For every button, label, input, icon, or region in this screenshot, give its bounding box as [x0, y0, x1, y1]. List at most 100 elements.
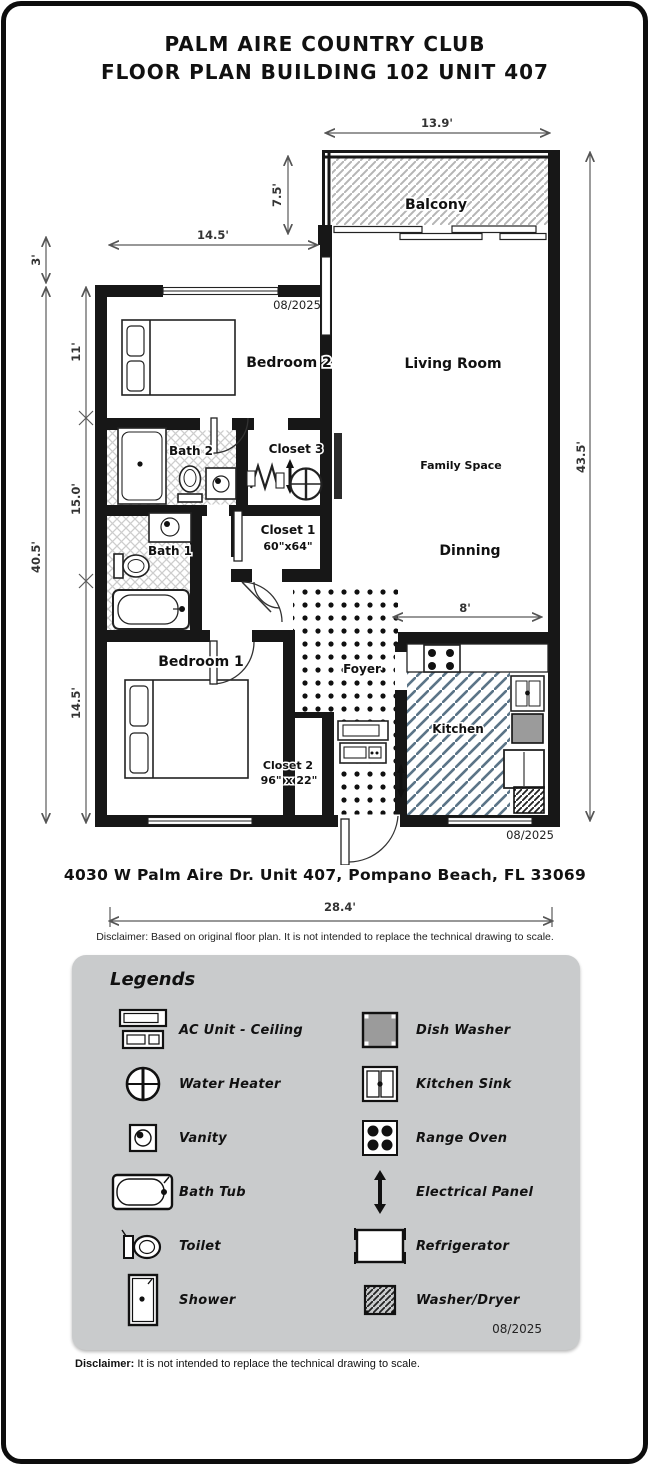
electrical-panel-icon: [344, 1169, 416, 1215]
washer-dryer: [513, 786, 545, 814]
legend-item: Toilet: [107, 1219, 317, 1273]
legends-left-column: AC Unit - Ceiling Water Heater: [107, 1003, 317, 1327]
toilet-icon: [107, 1229, 179, 1263]
bed: [121, 319, 236, 396]
vanity: [205, 467, 237, 500]
dim-top-offset: 3': [29, 254, 43, 266]
legend-label: Toilet: [179, 1238, 221, 1254]
dim-balcony-width: 13.9': [421, 116, 453, 130]
entry-door-arc: [348, 815, 399, 863]
title-line2: FLOOR PLAN BUILDING 102 UNIT 407: [101, 60, 549, 84]
legend-item: Vanity: [107, 1111, 317, 1165]
legend-item: Bath Tub: [107, 1165, 317, 1219]
disclaimer-bottom-label: Disclaimer:: [75, 1358, 135, 1370]
label-foyer: Foyer: [343, 662, 381, 676]
kitchen-floor: [403, 672, 510, 815]
closet1-door-leaf: [233, 510, 243, 562]
overall-width-dimension: 28.4': [0, 900, 650, 927]
label-bedroom1: Bedroom 1: [158, 654, 244, 670]
bath-tub: [112, 589, 190, 630]
label-kitchen: Kitchen: [432, 722, 484, 736]
legends-right-column: Dish Washer Kitchen Sink: [344, 1003, 564, 1327]
dimension-lines: [46, 133, 590, 822]
label-closet2: Closet 2: [263, 759, 313, 772]
dim-left-total: 40.5': [29, 541, 43, 573]
vanity-icon: [107, 1122, 179, 1154]
toilet: [113, 553, 150, 579]
property-address: 4030 W Palm Aire Dr. Unit 407, Pompano B…: [63, 866, 587, 884]
legend-item: AC Unit - Ceiling: [107, 1003, 317, 1057]
bedroom2-wall-panel: [320, 256, 332, 336]
legend-label: AC Unit - Ceiling: [179, 1022, 304, 1038]
legend-label: Dish Washer: [416, 1022, 511, 1038]
bed: [124, 679, 249, 779]
closet1-opening: [207, 504, 229, 517]
label-closet3: Closet 3: [269, 442, 324, 456]
bedroom1-door-opening: [210, 629, 252, 643]
closet-rod: [246, 462, 285, 492]
windows-and-openings: [147, 256, 533, 828]
vanity: [148, 512, 192, 543]
tv: [334, 433, 342, 499]
bath2-door-leaf: [210, 417, 218, 454]
disclaimer-bottom-text: It is not intended to replace the techni…: [134, 1358, 420, 1370]
disclaimer-bottom: Disclaimer: It is not intended to replac…: [75, 1358, 595, 1370]
dimension-labels: 13.9' 7.5' 14.5' 3' 40.5' 11' 15.0' 14.5…: [29, 116, 588, 719]
kitchen-sink-icon: [344, 1063, 416, 1105]
entry-opening: [338, 814, 400, 828]
balcony-sliding-doors: [333, 225, 547, 241]
tick-mark: [78, 410, 94, 426]
dishwasher: [511, 713, 544, 744]
date-stamp: 08/2025: [273, 298, 321, 312]
disclaimer-top: Disclaimer: Based on original floor plan…: [96, 931, 554, 943]
label-balcony: Balcony: [405, 197, 467, 213]
label-closet1-size: 60"x64": [263, 540, 312, 553]
label-living-room: Living Room: [404, 356, 501, 372]
legends-title: Legends: [110, 969, 196, 990]
water-heater-icon: [107, 1062, 179, 1106]
legend-label: Water Heater: [179, 1076, 281, 1092]
label-family-space: Family Space: [420, 459, 502, 472]
legend-item: Dish Washer: [344, 1003, 564, 1057]
legend-label: Range Oven: [416, 1130, 508, 1146]
shower: [117, 427, 167, 505]
range-oven: [423, 644, 461, 673]
title-line1: PALM AIRE COUNTRY CLUB: [164, 32, 486, 56]
page-title: PALM AIRE COUNTRY CLUB FLOOR PLAN BUILDI…: [0, 30, 650, 86]
legend-item: Electrical Panel: [344, 1165, 564, 1219]
hallway-door-arc: [241, 581, 283, 623]
closet1-hall-door-arc: [253, 581, 281, 609]
range-oven-icon: [344, 1117, 416, 1159]
legend-item: Refrigerator: [344, 1219, 564, 1273]
room-labels: Balcony Bedroom 2 Living Room Family Spa…: [146, 195, 553, 842]
dim-middle-height: 15.0': [69, 483, 83, 515]
legend-label: Shower: [179, 1292, 236, 1308]
dim-balcony-depth: 7.5': [270, 183, 284, 207]
legend-item: Kitchen Sink: [344, 1057, 564, 1111]
label-bath2: Bath 2: [169, 444, 213, 458]
dim-bedroom1-height: 14.5': [69, 687, 83, 719]
date-stamp: 08/2025: [492, 1322, 542, 1336]
balcony-floor: [332, 158, 548, 225]
washer-dryer-icon: [344, 1283, 416, 1317]
legends-panel: Legends AC Unit - Ceiling: [72, 955, 580, 1350]
hall-opening: [252, 568, 282, 583]
closet3-opening: [254, 417, 288, 431]
kitchen-entry-opening: [395, 652, 407, 690]
doors: [209, 417, 399, 865]
water-heater-symbol: [289, 467, 323, 501]
electrical-panel-symbol: [397, 764, 405, 798]
closet2-interior: [295, 718, 322, 813]
dim-kitchen-width: 8': [459, 601, 471, 615]
hallway-door-leaf: [241, 581, 272, 613]
label-closet1: Closet 1: [261, 523, 316, 537]
legend-label: Bath Tub: [179, 1184, 246, 1200]
label-bedroom2: Bedroom 2: [246, 355, 332, 371]
ac-unit: [337, 720, 389, 764]
legend-label: Refrigerator: [416, 1238, 510, 1254]
legend-item: Shower: [107, 1273, 317, 1327]
bath2-door-arc: [212, 417, 249, 454]
tick-mark: [78, 573, 94, 589]
bedroom1-door-arc: [211, 641, 255, 685]
